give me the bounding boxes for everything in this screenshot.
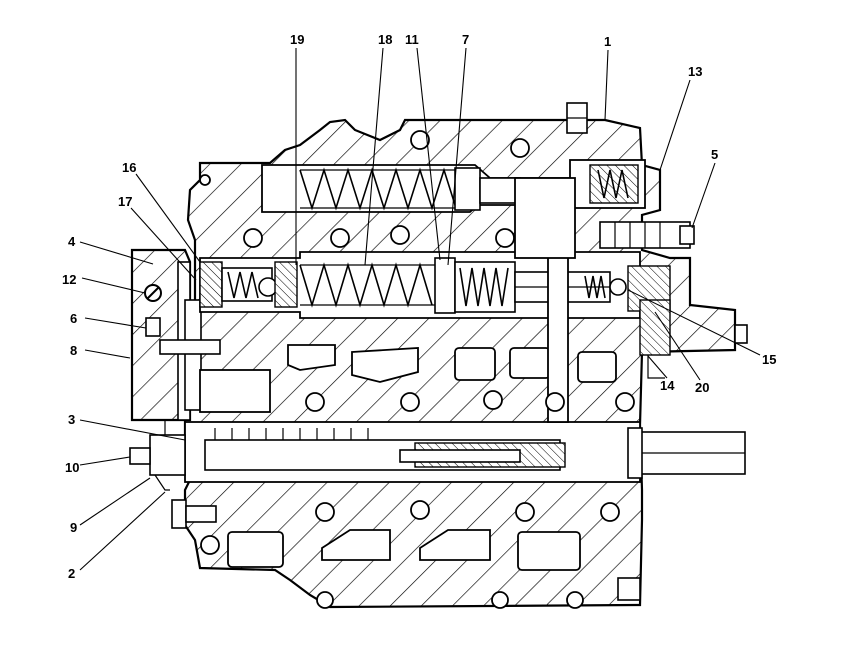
lower-end-tube: [627, 427, 746, 479]
callout-19: 19: [290, 32, 304, 47]
callout-9: 9: [70, 520, 77, 535]
callout-3: 3: [68, 412, 75, 427]
callout-2: 2: [68, 566, 75, 581]
check-valve-13: [566, 102, 646, 209]
callout-11: 11: [405, 32, 419, 47]
callout-10: 10: [65, 460, 79, 475]
callout-7: 7: [462, 32, 469, 47]
spring-18: [299, 262, 435, 308]
lower-rod: [204, 428, 566, 471]
leader-lines: [79, 47, 761, 571]
bolt-6: [145, 317, 221, 355]
right-tab: [734, 324, 748, 344]
callout-15: 15: [762, 352, 776, 367]
lower-bolt: [171, 499, 217, 529]
left-end-cover: [130, 248, 202, 422]
left-piston-16-17: [199, 261, 298, 308]
bottom-right-plug: [617, 577, 641, 601]
callout-14: 14: [660, 378, 675, 393]
callout-13: 13: [688, 64, 702, 79]
callout-12: 12: [62, 272, 76, 287]
callout-5: 5: [711, 147, 718, 162]
callout-6: 6: [70, 311, 77, 326]
callout-20: 20: [695, 380, 709, 395]
callout-16: 16: [122, 160, 136, 175]
drill-holes: [199, 130, 635, 609]
callouts: 1 2 3 4 5 6 7 8 9 10 11 12 13 14 15 16 1…: [62, 32, 776, 581]
middle-bore: [199, 251, 671, 319]
right-fitting-14-15-20: [639, 299, 671, 379]
lower-bore: [129, 419, 746, 491]
plug-5: [599, 221, 695, 249]
callout-17: 17: [118, 194, 132, 209]
screw-12: [144, 284, 162, 302]
callout-8: 8: [70, 343, 77, 358]
upper-spring: [299, 167, 470, 211]
internal-passages: [199, 177, 617, 571]
callout-1: 1: [604, 34, 611, 49]
callout-18: 18: [378, 32, 392, 47]
callout-4: 4: [68, 234, 76, 249]
left-plug-3-9-10: [129, 419, 186, 491]
